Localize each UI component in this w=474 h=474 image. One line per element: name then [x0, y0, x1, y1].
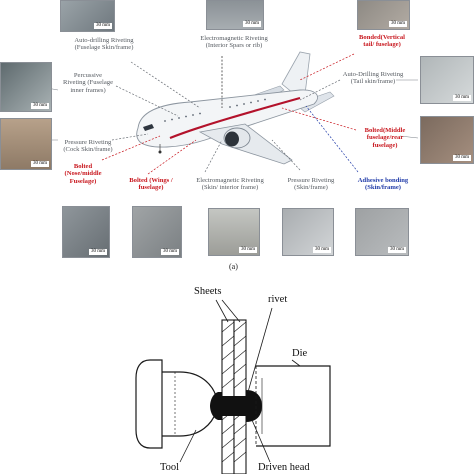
label-interior-spars: Electromagnetic Riveting (Interior Spars…	[200, 35, 268, 50]
tool-shape	[135, 359, 217, 449]
leader-lines	[101, 53, 359, 175]
label-vertical-tail: Bonded(Vertical tail/ fuselage)	[359, 34, 405, 49]
label-skin-interior: Electromagnetic Riveting (Skin/ interior…	[196, 177, 264, 192]
label-rivet: rivet	[268, 294, 288, 305]
label-tool: Tool	[160, 462, 180, 473]
photo-skin-interior: 30 mm	[208, 208, 260, 256]
label-adhesive: Adhesive bonding (Skin/frame)	[357, 177, 409, 192]
riveting-diagram	[135, 299, 331, 474]
caption-a: (a)	[229, 262, 238, 271]
airplane-illustration	[136, 51, 335, 165]
photo-tail-skin: 30 mm	[420, 56, 474, 104]
photo-nose-middle: 30 mm	[62, 206, 110, 258]
label-sheets: Sheets	[194, 286, 222, 297]
photo-pressure-skin: 30 mm	[282, 208, 334, 256]
photo-wings: 30 mm	[132, 206, 182, 258]
label-pressure-skin: Pressure Riveting (Skin/frame)	[287, 177, 335, 192]
photo-middle-rear: 30 mm	[420, 116, 474, 164]
photo-inner-frames: 30 mm	[0, 62, 52, 112]
photo-cock-skin: 30 mm	[0, 118, 52, 170]
label-die: Die	[292, 348, 308, 359]
photo-adhesive: 30 mm	[355, 208, 409, 256]
rivet-shape	[210, 390, 262, 422]
label-driven-head: Driven head	[258, 462, 310, 473]
photo-interior-spars: 30 mm	[206, 0, 264, 30]
label-inner-frames: Percussive Riveting (Fuselage inner fram…	[63, 72, 113, 94]
label-middle-rear: Bolted(Middle fuselage/rear fuselage)	[364, 127, 406, 149]
label-cock-skin: Pressure Riveting (Cock Skin/frame)	[63, 139, 113, 154]
photo-vertical-tail: 30 mm	[357, 0, 410, 30]
label-fuselage-skin: Auto-drilling Riveting (Fuselage Skin/fr…	[74, 37, 134, 52]
die-shape	[255, 365, 331, 447]
photo-fuselage-skin: 30 mm	[60, 0, 115, 32]
label-wings: Bolted (Wings / fuselage)	[129, 177, 173, 192]
label-tail-skin: Auto-Drilling Riveting (Tail skin/frame)	[342, 71, 404, 86]
label-nose-middle: Bolted (Nose/middle Fuselage)	[64, 163, 102, 185]
